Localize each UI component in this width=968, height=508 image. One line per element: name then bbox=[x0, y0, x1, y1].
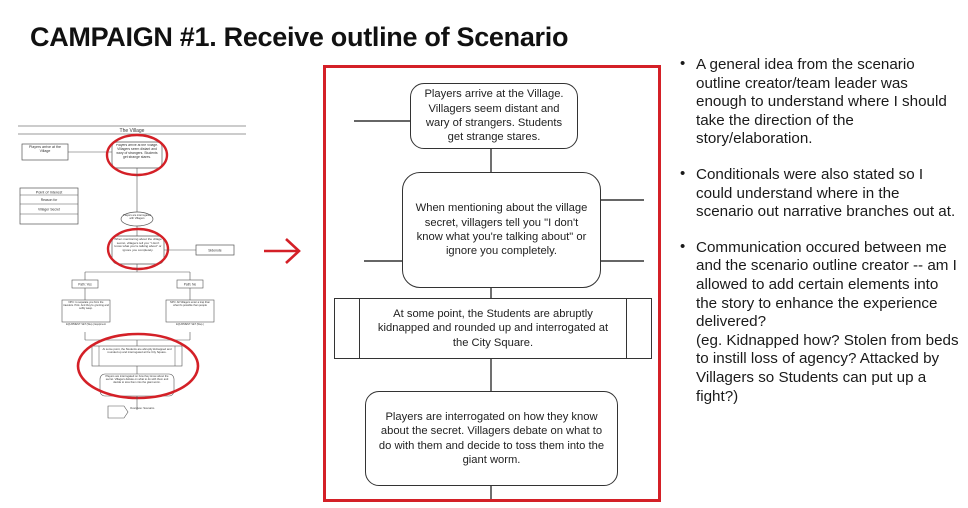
bullet-icon: • bbox=[680, 237, 686, 255]
bullet-icon: • bbox=[680, 55, 686, 72]
thumb-branch-left: Path: Yes bbox=[78, 283, 92, 287]
bullet-icon: • bbox=[680, 164, 686, 182]
thumb-branch-right: Path: No bbox=[184, 283, 197, 287]
thumbnail-svg: The Village Players arrive at the Villag… bbox=[18, 125, 246, 419]
bullet-item: • A general idea from the scenario outlin… bbox=[680, 55, 960, 149]
flow-node-arrival: Players arrive at the Village. Villagers… bbox=[410, 83, 578, 149]
thumb-top-node: Players arrive at the Village. Villagers… bbox=[115, 144, 159, 159]
thumb-table-title: Point of Interest bbox=[36, 191, 64, 195]
thumb-header: The Village bbox=[120, 128, 145, 134]
thumb-npc-left: NPC: to separate you from the travelers.… bbox=[63, 301, 109, 310]
thumb-table-row-2: Villager Secret bbox=[38, 208, 60, 212]
thumb-npc-left-tag: EQUIPMENT: SET (Wep.) Equipment bbox=[66, 323, 106, 326]
thumb-oval-node: Players are interrogated with Villagers bbox=[123, 214, 151, 220]
thumb-side-label: Sidenote bbox=[208, 249, 221, 253]
bullet-item: • Conditionals were also stated so I coul… bbox=[680, 164, 960, 222]
thumb-mention-node: When mentioning about the village secret… bbox=[114, 238, 162, 252]
thumb-npc-right-tag: EQUIPMENT: SET (Wep.) bbox=[176, 323, 204, 326]
flow-connectors bbox=[354, 120, 644, 499]
bullet-text: A general idea from the scenario outline… bbox=[696, 56, 947, 148]
bullet-text: Conditionals were also stated so I could… bbox=[696, 165, 956, 221]
bullet-item: • Communication occured between me and th… bbox=[680, 237, 960, 406]
flow-node-mention-secret: When mentioning about the village secret… bbox=[402, 172, 601, 288]
thumb-end-node: Overview: Scenario bbox=[130, 407, 155, 410]
flow-node-interrogated: Players are interrogated on how they kno… bbox=[365, 391, 618, 486]
process-bar-right bbox=[626, 299, 627, 358]
thumb-left-box: Players arrive at the Village bbox=[29, 145, 61, 153]
thumb-table-row-1: Reason for bbox=[41, 198, 58, 202]
slide-title: CAMPAIGN #1. Receive outline of Scenario bbox=[30, 22, 569, 52]
flowchart-thumbnail: The Village Players arrive at the Villag… bbox=[0, 120, 250, 430]
notes-bullet-list: • A general idea from the scenario outlin… bbox=[680, 55, 960, 423]
zoom-arrow-icon bbox=[262, 234, 304, 273]
highlight-circle-bottom bbox=[76, 332, 200, 400]
thumb-interrogate-node: Players are interrogated on how they kno… bbox=[105, 375, 169, 385]
highlight-circle-mention bbox=[106, 227, 170, 271]
flow-node-kidnapped: At some point, the Students are abruptly… bbox=[334, 298, 652, 359]
process-bar-left bbox=[359, 299, 360, 358]
zoomed-flowchart-panel: Players arrive at the Village. Villagers… bbox=[323, 65, 661, 502]
flow-node-kidnapped-text: At some point, the Students are abruptly… bbox=[377, 308, 609, 349]
thumb-npc-right: NPC: All Villagers enter a trap than wha… bbox=[169, 301, 211, 307]
bullet-text: Communication occured between me and the… bbox=[696, 238, 959, 405]
thumb-kidnap-node: At some point, the Students are abruptly… bbox=[102, 348, 172, 355]
